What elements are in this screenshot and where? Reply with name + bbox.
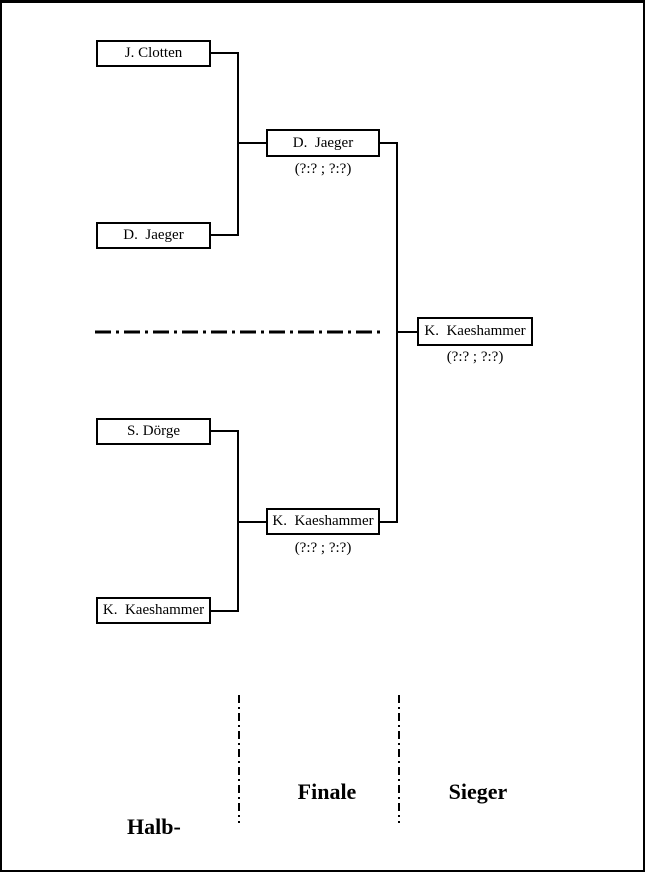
player-box-semifinal1-player2: D. Jaeger	[96, 222, 211, 249]
champion-box: K. Kaeshammer	[417, 317, 533, 346]
score-semifinal1: (?:? ; ?:?)	[294, 161, 352, 177]
finalist-box-top: D. Jaeger	[266, 129, 380, 157]
score-final: (?:? ; ?:?)	[446, 349, 504, 365]
round-label-finale: Finale	[297, 779, 357, 804]
player-box-semifinal1-player1: J. Clotten	[96, 40, 211, 67]
round-label-halbfinale: Halb- finale	[127, 762, 181, 872]
round-label-sieger: Sieger	[448, 779, 508, 804]
score-semifinal2: (?:? ; ?:?)	[294, 540, 352, 556]
finalist-box-bottom: K. Kaeshammer	[266, 508, 380, 535]
player-box-semifinal2-player2: K. Kaeshammer	[96, 597, 211, 624]
connector-lines	[211, 52, 417, 612]
round-label-halbfinale-line1: Halb-	[127, 814, 181, 839]
player-box-semifinal2-player1: S. Dörge	[96, 418, 211, 445]
